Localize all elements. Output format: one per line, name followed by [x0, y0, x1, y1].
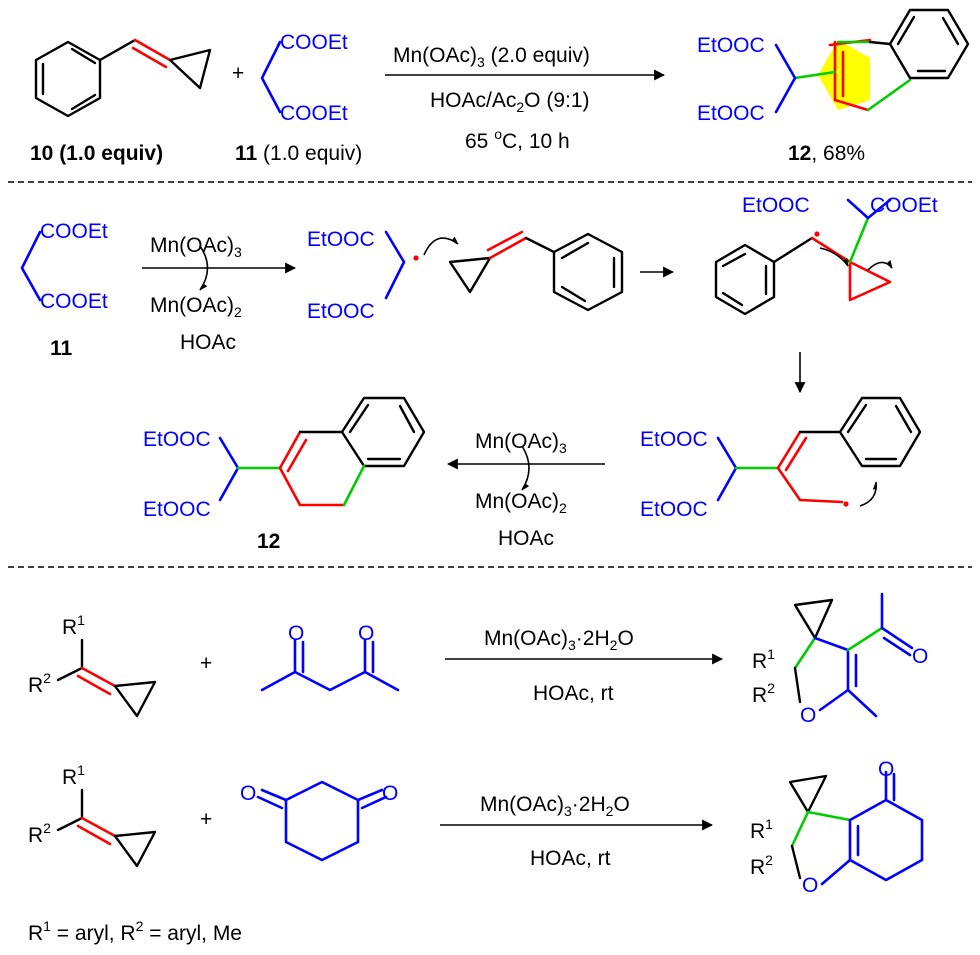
substituent-label: R2	[28, 670, 51, 697]
compound-11-structure	[260, 40, 282, 114]
ester-group: EtOOC	[143, 428, 211, 451]
spirofused-furanone-structure	[788, 770, 924, 886]
compound-12-label: 12	[257, 530, 280, 553]
reaction-condition: 65 oC, 10 h	[465, 126, 570, 153]
reaction-condition: Mn(OAc)3	[150, 234, 242, 260]
oxygen-atom: O	[240, 782, 256, 805]
ester-group: EtOOC	[697, 102, 765, 125]
reaction-condition: HOAc	[180, 331, 236, 354]
oxygen-atom: O	[358, 622, 374, 645]
ester-group: COOEt	[280, 31, 348, 54]
cyclopropylcarbinyl-intermediate	[714, 198, 893, 316]
malonate-structure	[20, 230, 42, 302]
product-12-structure	[218, 396, 426, 507]
oxygen-atom: O	[800, 704, 816, 727]
ester-group: EtOOC	[307, 228, 375, 251]
ester-group: COOEt	[40, 220, 108, 243]
ester-group: EtOOC	[742, 194, 810, 217]
reaction-condition: Mn(OAc)3 (2.0 equiv)	[393, 44, 590, 70]
alkylidenecyclopropane-structure	[56, 638, 157, 718]
alkylidenecyclopropane-structure	[56, 788, 157, 868]
spirodihydrofuran-structure	[793, 592, 914, 718]
oxygen-atom: O	[382, 782, 398, 805]
reaction-condition: Mn(OAc)3	[475, 430, 567, 456]
mechanism-section: COOEt COOEt 11 Mn(OAc)3 Mn(OAc)2 HOAc Et…	[20, 194, 938, 553]
compound-10-label: 10 (1.0 equiv)	[30, 142, 163, 165]
substituent-label: R2	[750, 852, 773, 879]
reaction-condition: Mn(OAc)2	[475, 490, 567, 516]
reaction-condition: HOAc, rt	[530, 847, 611, 870]
oxygen-atom: O	[878, 758, 894, 781]
reaction-condition: Mn(OAc)2	[150, 294, 242, 320]
acetylacetone-structure	[260, 638, 400, 692]
compound-11-label: 11	[50, 337, 73, 360]
curved-arrow	[199, 245, 209, 291]
product-12-structure	[774, 8, 970, 114]
reaction-condition: HOAc/Ac2O (9:1)	[430, 89, 590, 115]
reaction-condition: HOAc, rt	[533, 682, 614, 705]
reaction-condition: HOAc	[498, 527, 554, 550]
top-reaction: 10 (1.0 equiv) + COOEt COOEt 11 (1.0 equ…	[30, 8, 970, 165]
compound-10-structure	[34, 38, 212, 118]
compound-11-label: 11 (1.0 equiv)	[235, 142, 362, 165]
substituent-label: R2	[752, 680, 775, 707]
ring-opened-intermediate	[716, 396, 922, 507]
oxygen-atom: O	[802, 874, 818, 897]
substituent-label: R2	[28, 820, 51, 847]
ester-group: EtOOC	[143, 498, 211, 521]
substituent-label: R1	[62, 762, 85, 789]
ester-group: EtOOC	[640, 498, 708, 521]
curved-arrow	[521, 445, 530, 491]
ester-group: EtOOC	[697, 34, 765, 57]
ester-group: EtOOC	[307, 300, 375, 323]
oxygen-atom: O	[912, 645, 928, 668]
ester-group: COOEt	[280, 102, 348, 125]
ester-group: COOEt	[870, 194, 938, 217]
product-12-label: 12, 68%	[788, 142, 865, 165]
plus-sign: +	[200, 652, 212, 675]
substituent-label: R1	[750, 816, 773, 843]
plus-sign: +	[200, 808, 212, 831]
footnote: R1 = aryl, R2 = aryl, Me	[28, 918, 242, 945]
ester-group: COOEt	[40, 290, 108, 313]
plus-sign: +	[232, 62, 244, 85]
ester-group: EtOOC	[640, 428, 708, 451]
substituent-label: R1	[752, 646, 775, 673]
scope-section: R1 R2 + O O Mn(OAc)3·2H2O HOAc, rt	[28, 592, 928, 945]
reaction-condition: Mn(OAc)3·2H2O	[484, 627, 634, 653]
cyclohexanedione-structure	[256, 780, 388, 862]
substituent-label: R1	[62, 612, 85, 639]
oxygen-atom: O	[288, 622, 304, 645]
radical-addition-structure	[384, 230, 624, 312]
reaction-condition: Mn(OAc)3·2H2O	[480, 793, 630, 819]
